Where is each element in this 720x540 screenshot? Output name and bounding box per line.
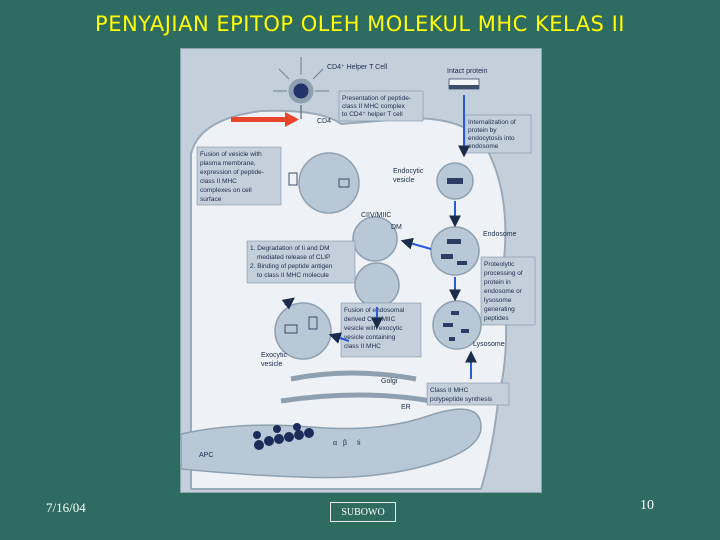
ciiv-miic-vesicle	[352, 216, 398, 262]
endosome	[430, 226, 480, 276]
alpha-label: α	[333, 440, 337, 447]
golgi-label: Golgi	[381, 378, 398, 385]
beta-label: β	[343, 440, 347, 447]
nucleus	[181, 408, 482, 479]
dm-label: DM	[391, 224, 402, 231]
antigen-presentation-diagram: CD4⁺ Helper T Cell CD4 Presentation of p…	[180, 48, 542, 493]
cd4-helper-label: CD4⁺ Helper T Cell	[327, 64, 388, 71]
slide-title: PENYAJIAN EPITOP OLEH MOLEKUL MHC KELAS …	[95, 12, 625, 36]
slide-date: 7/16/04	[46, 500, 86, 515]
intact-protein-label: Intact protein	[447, 68, 488, 75]
page-number: 10	[640, 498, 654, 513]
ribosomes	[253, 423, 314, 450]
endocytic-vesicle-label: Endocytic vesicle	[393, 168, 425, 184]
exocytic-vesicle-label: Exocytic vesicle	[261, 352, 289, 368]
degradation-box: 1. Degradation of Ii and DM mediated rel…	[250, 245, 334, 279]
mhc-vesicle-upper	[298, 152, 360, 214]
endosome-label: Endosome	[483, 231, 517, 238]
er-membrane	[280, 392, 432, 404]
golgi-stack	[290, 370, 417, 382]
red-pointer-arrow	[231, 112, 299, 127]
er-label: ER	[401, 404, 411, 411]
ciiv-miic-label: CIIV/MIIC	[361, 212, 391, 219]
helper-t-cell	[273, 57, 329, 119]
class2-synthesis-box: Class II MHC polypeptide synthesis	[430, 387, 493, 403]
internalization-box: Internalization of protein by endocytosi…	[468, 119, 518, 150]
presentation-box: Presentation of peptide- class II MHC co…	[342, 95, 413, 118]
cd4-label: CD4	[317, 118, 331, 125]
fusion-plasma-box: Fusion of vesicle with plasma membrane, …	[200, 151, 266, 203]
pathway-arrows	[281, 95, 477, 379]
mhc-vesicle-middle	[354, 262, 400, 308]
apc-label: APC	[199, 452, 213, 459]
proteolytic-box: Proteolytic processing of protein in end…	[484, 261, 524, 322]
author-footer: SUBOWO	[330, 502, 396, 522]
mhc-vesicle-lower	[274, 302, 332, 360]
lysosome-label: Lysosome	[473, 341, 505, 348]
ii-label: Ii	[357, 440, 361, 447]
